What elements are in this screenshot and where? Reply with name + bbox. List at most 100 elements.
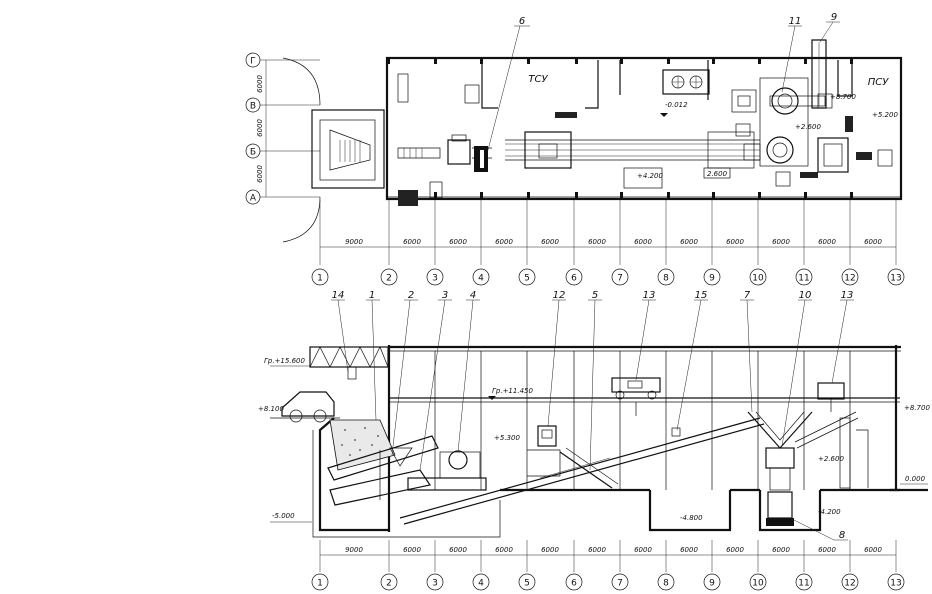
col-dim: 6000 — [680, 546, 698, 554]
col-dim: 9000 — [345, 546, 363, 554]
main-conveyor — [399, 417, 765, 525]
level-5300: +5.300 — [494, 434, 520, 442]
level-top: Гр.+15.600 — [264, 357, 305, 365]
col-axis-label: 12 — [844, 274, 855, 284]
col-axis-label: 13 — [890, 274, 901, 284]
col-axis-label: 7 — [617, 579, 623, 589]
col-dim: 6000 — [588, 238, 606, 246]
level-5200: +5.200 — [872, 111, 898, 119]
col-axis-label: 11 — [798, 579, 809, 589]
col-dim: 6000 — [403, 238, 421, 246]
callout-5: 5 — [592, 290, 598, 301]
col-axis-label: 9 — [709, 579, 715, 589]
col-axis-label: 12 — [844, 579, 855, 589]
row-dim: 6000 — [256, 119, 264, 137]
col-dim: 6000 — [772, 546, 790, 554]
col-axis-label: 5 — [524, 579, 530, 589]
jaw-crusher — [407, 450, 487, 491]
callout-9: 9 — [831, 12, 837, 23]
callout-14: 14 — [332, 290, 345, 301]
unit-15 — [671, 427, 681, 437]
col-dim: 6000 — [449, 546, 467, 554]
col-axis-label: 2 — [386, 274, 392, 284]
callout-13-right: 13 — [841, 290, 854, 301]
stair-plan — [398, 190, 418, 206]
row-axis-label: Г — [250, 57, 256, 67]
callout-3: 3 — [442, 290, 448, 301]
crusher-plan-2 — [766, 136, 794, 164]
col-dim: 6000 — [495, 546, 513, 554]
hopper-fill — [329, 419, 396, 471]
level-minus4800: -4.800 — [680, 514, 703, 522]
distribution-chute — [747, 411, 813, 526]
plan-column-axes: 1 2 3 4 5 6 7 8 9 10 11 12 13 — [311, 268, 905, 286]
callout-4: 4 — [470, 290, 476, 301]
conveyor-6-plan — [474, 146, 488, 172]
row-dim: 6000 — [256, 165, 264, 183]
col-dim: 6000 — [541, 238, 559, 246]
col-axis-label: 10 — [752, 274, 764, 284]
row-axis-g: Г — [245, 52, 320, 68]
conveyor-5 — [559, 447, 619, 489]
column-ticks — [387, 58, 853, 198]
callout-2: 2 — [408, 290, 414, 301]
col-axis-label: 7 — [617, 274, 623, 284]
row-axis-a: А — [245, 189, 320, 205]
col-dim: 6000 — [864, 546, 882, 554]
level-minus4200: -4.200 — [818, 508, 841, 516]
pit-wall — [318, 417, 389, 532]
col-axis-label: 6 — [571, 274, 577, 284]
hopper-hatching — [339, 140, 361, 162]
col-dim: 6000 — [449, 238, 467, 246]
callout-11: 11 — [789, 16, 802, 27]
col-dim: 6000 — [541, 546, 559, 554]
col-axis-label: 9 — [709, 274, 715, 284]
col-dim: 6000 — [818, 238, 836, 246]
level-2600: +2.600 — [818, 455, 844, 463]
col-axis-label: 4 — [478, 579, 484, 589]
row-dim: 6000 — [256, 75, 264, 93]
section-columns — [387, 345, 898, 532]
callout-13-left: 13 — [643, 290, 656, 301]
callout-6: 6 — [519, 16, 525, 27]
level-8100: +8.100 — [258, 405, 284, 413]
callout-8: 8 — [839, 530, 845, 541]
ground-line — [500, 488, 928, 532]
wagon-13 — [611, 377, 661, 416]
col-axis-label: 1 — [317, 274, 323, 284]
section-callouts: 14 1 2 3 4 12 5 13 15 7 10 13 8 — [331, 290, 854, 541]
col-axis-label: 4 — [478, 274, 484, 284]
callout-1: 1 — [369, 290, 375, 301]
conveyor-to-silo — [794, 411, 859, 489]
col-axis-label: 2 — [386, 579, 392, 589]
level-rail: Гр.+11.450 — [492, 387, 533, 395]
building-outline — [385, 56, 903, 201]
receiving-pit — [311, 109, 385, 189]
col-dim: 6000 — [680, 238, 698, 246]
col-dim: 6000 — [818, 546, 836, 554]
row-axis-label: А — [250, 194, 257, 204]
conveyor-gallery-plan — [505, 139, 760, 161]
col-dim: 6000 — [403, 546, 421, 554]
col-axis-label: 10 — [752, 579, 764, 589]
row-axis-label: В — [250, 102, 256, 112]
plan-view: Г В Б А 6000 6000 6000 — [245, 12, 905, 286]
callout-12: 12 — [553, 290, 566, 301]
callout-7: 7 — [744, 290, 751, 301]
col-axis-label: 5 — [524, 274, 530, 284]
level-0000: 0.000 — [905, 475, 926, 483]
col-dim: 9000 — [345, 238, 363, 246]
apron-feeder — [327, 435, 439, 506]
crusher-plan — [447, 139, 471, 165]
feeder-plan — [397, 147, 441, 159]
crusher-11-plan — [771, 87, 799, 115]
callout-15: 15 — [695, 290, 708, 301]
dump-truck — [270, 391, 340, 423]
section-view: Гр.+15.600 Гр.+11.450 — [258, 290, 930, 591]
col-axis-label: 3 — [432, 579, 438, 589]
col-dim: 6000 — [772, 238, 790, 246]
col-axis-label: 13 — [890, 579, 901, 589]
col-dim: 6000 — [495, 238, 513, 246]
col-dim: 6000 — [588, 546, 606, 554]
col-axis-label: 8 — [663, 579, 669, 589]
